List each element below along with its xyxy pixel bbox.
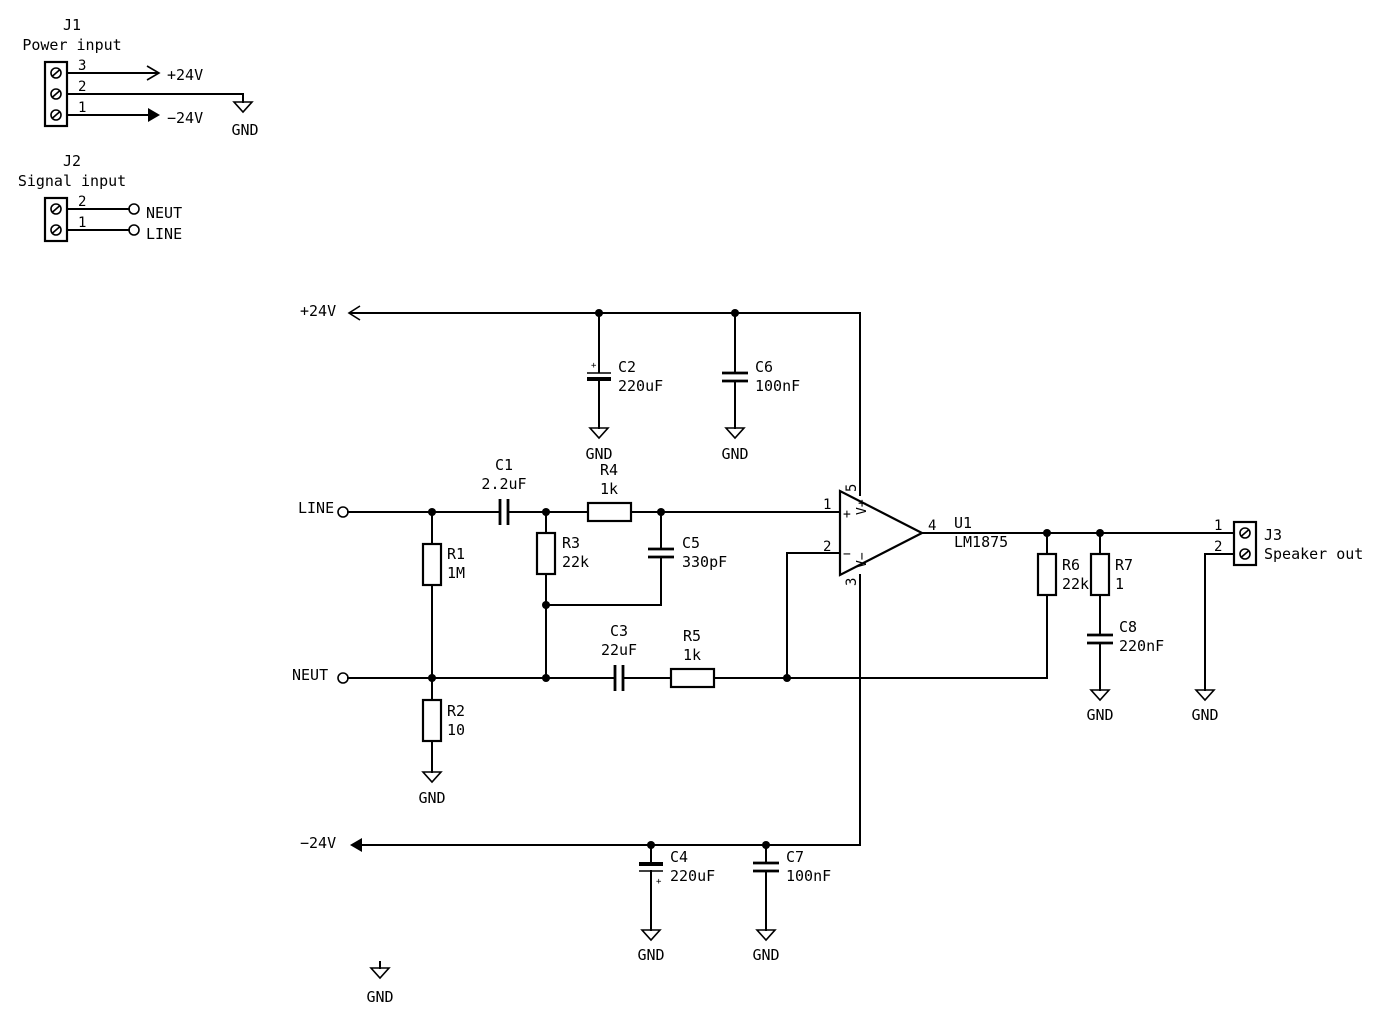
pos-rail-label: +24V xyxy=(300,302,336,320)
c5-ref: C5 xyxy=(682,534,700,552)
r2-gnd-label: GND xyxy=(418,789,445,807)
resistor-r1: R1 1M xyxy=(421,511,465,679)
opamp-u1: 1 2 4 + − V+ V− 5 3 U1 LM1875 xyxy=(823,484,1008,586)
j3-pin2: 2 xyxy=(1214,539,1222,555)
j3-ref: J3 xyxy=(1264,526,1282,544)
r7-value: 1 xyxy=(1115,575,1124,593)
r6-ref: R6 xyxy=(1062,556,1080,574)
j2-pin2: 2 xyxy=(78,194,86,210)
j3-pin1: 1 xyxy=(1214,518,1222,534)
r6-value: 22k xyxy=(1062,575,1089,593)
c7-value: 100nF xyxy=(786,867,831,885)
u1-plus-sign: + xyxy=(843,507,851,522)
u1-pin3: 3 xyxy=(844,578,860,586)
connector-j1: J1 Power input 3 2 1 +24V GND −24V xyxy=(22,16,258,139)
neut-label: NEUT xyxy=(292,666,328,684)
capacitor-c7: C7 100nF GND xyxy=(752,844,831,964)
capacitor-c2: + C2 220uF GND xyxy=(585,312,663,463)
c4-value: 220uF xyxy=(670,867,715,885)
r4-value: 1k xyxy=(600,480,618,498)
r5-value: 1k xyxy=(683,646,701,664)
c8-value: 220nF xyxy=(1119,637,1164,655)
u1-vplus-label: V+ xyxy=(855,499,870,515)
resistor-r6: R6 22k xyxy=(1036,532,1089,679)
u1-ref: U1 xyxy=(954,514,972,532)
r3-value: 22k xyxy=(562,553,589,571)
resistor-r7: R7 1 xyxy=(1089,532,1133,635)
r2-value: 10 xyxy=(447,721,465,739)
line-net: LINE xyxy=(298,499,841,518)
j1-net-pos24: +24V xyxy=(167,66,203,84)
c2-ref: C2 xyxy=(618,358,636,376)
connector-j3: 1 2 J3 Speaker out GND xyxy=(1191,518,1363,724)
u1-vminus-label: V− xyxy=(855,552,870,568)
c1-ref: C1 xyxy=(495,456,513,474)
c8-gnd-label: GND xyxy=(1086,706,1113,724)
c2-polarity: + xyxy=(591,361,597,371)
r1-value: 1M xyxy=(447,564,465,582)
neg-rail-label: −24V xyxy=(300,834,336,852)
c7-gnd-label: GND xyxy=(752,946,779,964)
j2-desc: Signal input xyxy=(18,172,126,190)
resistor-r5: R5 1k xyxy=(669,627,716,689)
c6-value: 100nF xyxy=(755,377,800,395)
u1-pin4: 4 xyxy=(928,518,936,534)
j1-pin3: 3 xyxy=(78,58,86,74)
j2-pin1: 1 xyxy=(78,215,86,231)
j1-pin2: 2 xyxy=(78,79,86,95)
feedback-net xyxy=(786,552,841,679)
r7-ref: R7 xyxy=(1115,556,1133,574)
j2-net-neut: NEUT xyxy=(146,204,182,222)
r5-ref: R5 xyxy=(683,627,701,645)
resistor-r2: R2 10 GND xyxy=(418,677,465,807)
c1-value: 2.2uF xyxy=(481,475,526,493)
line-label: LINE xyxy=(298,499,334,517)
ground-symbol-standalone: GND xyxy=(366,961,394,1006)
u1-pin2: 2 xyxy=(823,539,831,555)
r4-ref: R4 xyxy=(600,461,618,479)
r3-ref: R3 xyxy=(562,534,580,552)
c6-ref: C6 xyxy=(755,358,773,376)
j1-gnd-label: GND xyxy=(231,121,258,139)
capacitor-c3: C3 22uF xyxy=(601,622,637,691)
c3-ref: C3 xyxy=(610,622,628,640)
capacitor-c4: + C4 220uF GND xyxy=(637,844,715,964)
c6-gnd-label: GND xyxy=(721,445,748,463)
c8-ref: C8 xyxy=(1119,618,1137,636)
j1-desc: Power input xyxy=(22,36,121,54)
resistor-r3: R3 22k xyxy=(535,511,589,679)
j1-net-neg24: −24V xyxy=(167,109,203,127)
capacitor-c8: C8 220nF GND xyxy=(1086,618,1164,724)
j1-pin1: 1 xyxy=(78,100,86,116)
c3-value: 22uF xyxy=(601,641,637,659)
c4-ref: C4 xyxy=(670,848,688,866)
u1-pin1: 1 xyxy=(823,497,831,513)
j2-net-line: LINE xyxy=(146,225,182,243)
j3-desc: Speaker out xyxy=(1264,545,1363,563)
u1-pin5: 5 xyxy=(844,484,860,492)
neut-net: NEUT xyxy=(292,666,1048,684)
c7-ref: C7 xyxy=(786,848,804,866)
r1-ref: R1 xyxy=(447,545,465,563)
c4-polarity: + xyxy=(656,877,662,887)
j2-ref: J2 xyxy=(63,152,81,170)
u1-value: LM1875 xyxy=(954,533,1008,551)
r2-ref: R2 xyxy=(447,702,465,720)
c5-value: 330pF xyxy=(682,553,727,571)
c4-gnd-label: GND xyxy=(637,946,664,964)
j3-gnd-label: GND xyxy=(1191,706,1218,724)
u1-minus-sign: − xyxy=(843,547,851,562)
neg-rail: −24V xyxy=(300,574,861,852)
standalone-gnd-label: GND xyxy=(366,988,393,1006)
capacitor-c6: C6 100nF GND xyxy=(721,312,800,463)
c2-value: 220uF xyxy=(618,377,663,395)
pos-rail: +24V xyxy=(300,302,861,496)
capacitor-c1: C1 2.2uF xyxy=(481,456,527,525)
capacitor-c5: C5 330pF xyxy=(545,511,727,606)
c2-gnd-label: GND xyxy=(585,445,612,463)
resistor-r4: R4 1k xyxy=(586,461,633,523)
j1-ref: J1 xyxy=(63,16,81,34)
connector-j2: J2 Signal input 2 1 NEUT LINE xyxy=(18,152,182,243)
